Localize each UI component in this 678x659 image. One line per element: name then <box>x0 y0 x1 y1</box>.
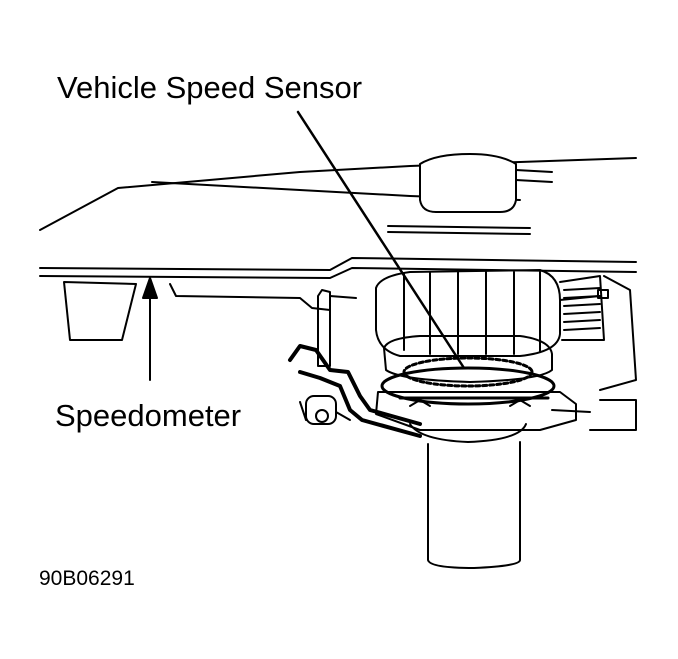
left-bracket <box>63 281 331 341</box>
top-connector <box>419 153 553 213</box>
right-housing <box>551 295 637 431</box>
housing-outline <box>39 157 637 279</box>
lower-shaft <box>409 423 527 569</box>
speedometer-arrow <box>142 277 158 381</box>
mounting-bracket <box>288 344 422 438</box>
vss-leader-line <box>296 110 466 370</box>
bolt-assembly <box>299 289 357 425</box>
vehicle-speed-sensor-label: Vehicle Speed Sensor <box>57 70 363 105</box>
sensor-ring <box>375 335 577 431</box>
speedometer-label: Speedometer <box>55 398 242 433</box>
figure-code: 90B06291 <box>39 567 135 590</box>
